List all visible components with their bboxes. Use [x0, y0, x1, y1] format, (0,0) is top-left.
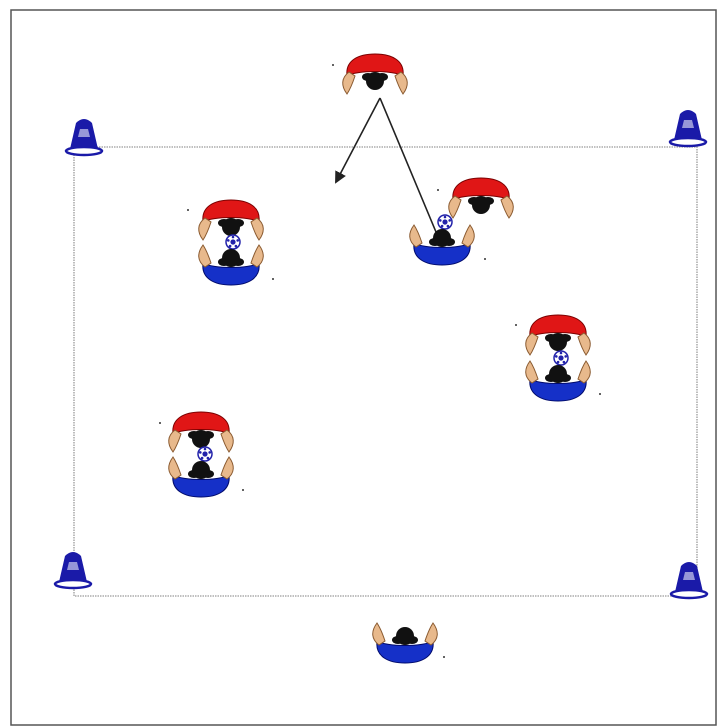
ball-icon: [197, 446, 213, 462]
arrow-icon: [379, 97, 437, 233]
field-boundary: [73, 146, 698, 597]
ball-icon: [553, 350, 569, 366]
ball-icon: [437, 214, 453, 230]
marker-dots: [159, 64, 601, 658]
arrow-icon: [335, 97, 381, 184]
ball-icon: [225, 234, 241, 250]
outer-frame: [10, 9, 717, 726]
